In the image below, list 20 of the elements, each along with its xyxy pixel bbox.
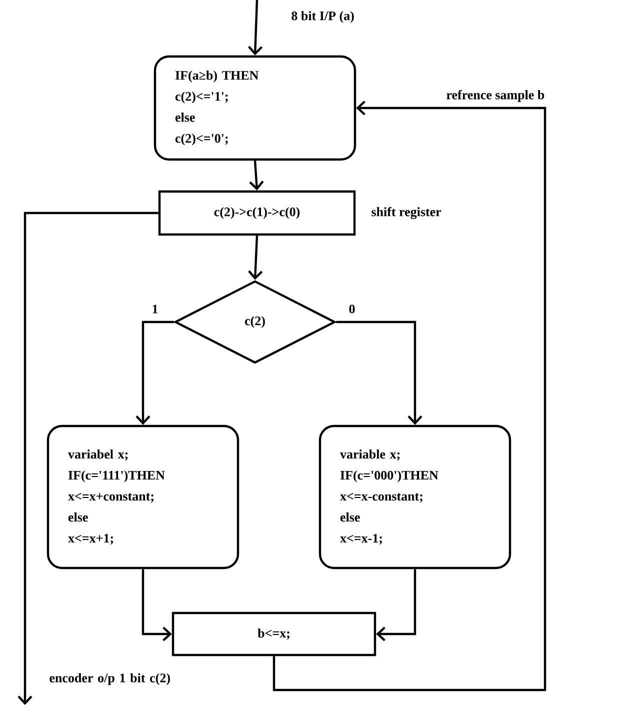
process-box: variabel x; IF(c='111')THEN x<=x+constant; else x<=x+1; <box>46 424 240 570</box>
arrow <box>272 100 546 692</box>
edge-label: 8 bit I/P (a) <box>292 11 354 23</box>
arrow <box>376 569 416 642</box>
arrow <box>336 320 422 425</box>
arrow <box>136 320 174 425</box>
arrow <box>249 160 264 190</box>
process-box: variable x; IF(c='000')THEN x<=x-constant; else x<=x-1; <box>318 424 512 570</box>
arrow <box>18 212 158 705</box>
edge-label: 0 <box>349 304 355 314</box>
arrow <box>248 236 263 280</box>
process-box: IF(a≥b) THEN c(2)<='1'; else c(2)<='0'; <box>154 55 356 161</box>
edge-label: encoder o/p 1 bit c(2) <box>50 673 170 685</box>
edge-label: refrence sample b <box>446 90 544 102</box>
arrow <box>248 0 263 56</box>
process-box: c(2)->c(1)->c(0) <box>158 190 356 236</box>
arrow <box>142 569 172 642</box>
process-box: b<=x; <box>172 612 376 656</box>
edge-label: 1 <box>152 304 158 314</box>
node-caption: shift register <box>372 206 442 219</box>
